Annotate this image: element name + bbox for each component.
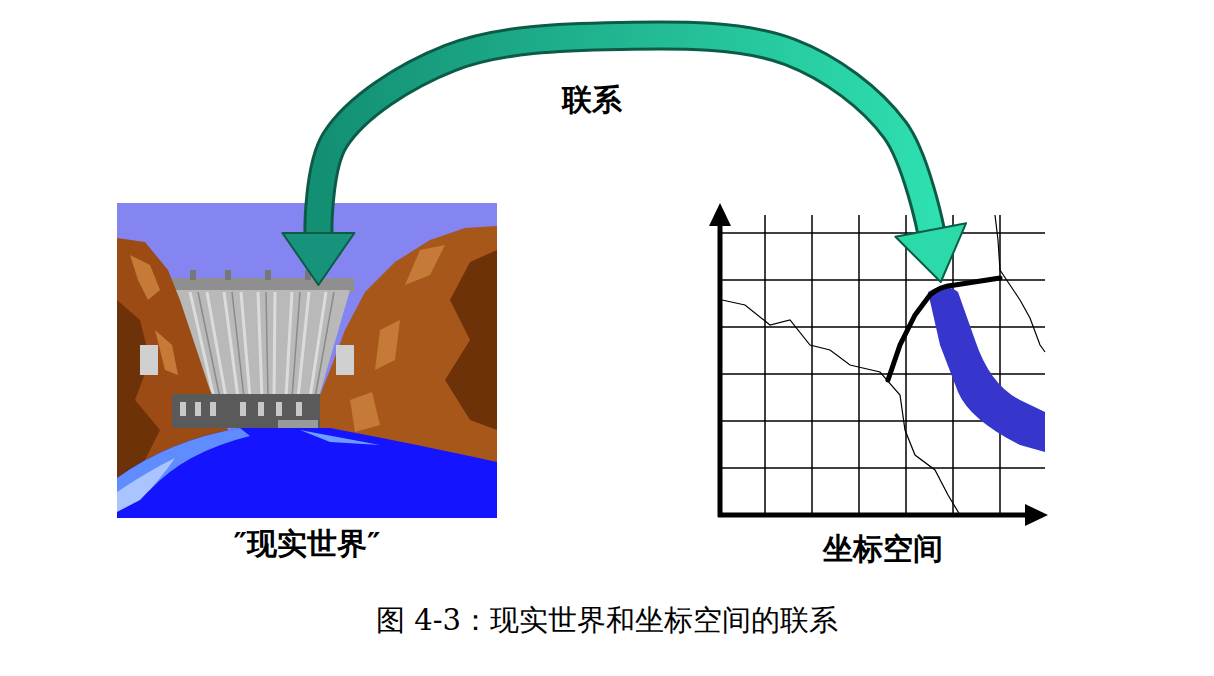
- river: [117, 428, 497, 518]
- figure-label: 坐标空间: [819, 531, 947, 567]
- caption-text: 图 4-3：现实世界和坐标空间的联系: [372, 603, 842, 637]
- dam-crest: [168, 278, 354, 292]
- arrow-body: [318, 36, 930, 233]
- contour-lines: [722, 215, 1045, 515]
- curved-arrow: [282, 36, 966, 285]
- labelled-figure: 坐标空间: [718, 282, 1048, 575]
- arrowhead: [895, 223, 966, 282]
- grid-lines: [720, 215, 1045, 515]
- figure-label: ″现实世界″: [230, 526, 385, 562]
- labelled-figure: ″现实世界″: [117, 285, 497, 570]
- dam-ribs: [190, 292, 326, 398]
- edge-label: 联系: [558, 82, 626, 118]
- sky: [117, 203, 497, 518]
- figure-caption: 图 4-3：现实世界和坐标空间的联系: [0, 603, 1214, 638]
- river-band: [928, 287, 1045, 452]
- arrowhead: [282, 233, 354, 285]
- axes: [709, 203, 1048, 526]
- arrow-outline: [318, 36, 930, 233]
- dam-line: [888, 278, 1000, 380]
